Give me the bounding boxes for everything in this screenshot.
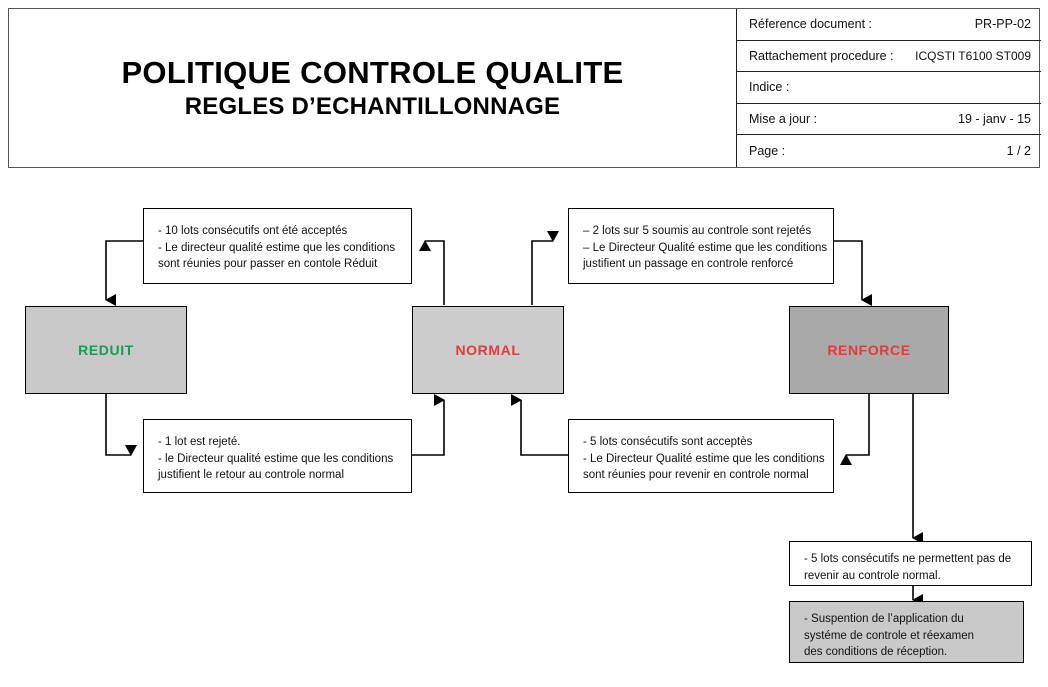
state-label-reduit: REDUIT — [78, 342, 134, 358]
meta-value: PR-PP-02 — [974, 17, 1031, 32]
note-line: - le Directeur qualité estime que les co… — [158, 452, 394, 465]
note-line: - Le directeur qualité estime que les co… — [158, 241, 396, 254]
note-line: justifient le retour au controle normal — [158, 469, 345, 482]
note-line: - 5 lots consécutifs sont acceptès — [583, 436, 753, 448]
note-line: – 2 lots sur 5 soumis au controle sont r… — [583, 225, 812, 237]
meta-row-reference: Réference document : PR-PP-02 — [737, 9, 1041, 41]
note-renforce-to-normal: - 5 lots consécutifs sont acceptès - Le … — [568, 419, 834, 493]
note-line: revenir au controle normal. — [804, 569, 941, 582]
note-line: – Le Directeur Qualité estime que les co… — [583, 241, 828, 254]
meta-row-page: Page : 1 / 2 — [737, 135, 1041, 167]
arrow-note-to-normal-left — [412, 394, 445, 456]
document-header: POLITIQUE CONTROLE QUALITE REGLES D’ECHA… — [8, 8, 1041, 168]
arrow-note-to-reduit — [105, 240, 143, 306]
arrow-renforce-to-note-normal — [840, 394, 870, 465]
arrow-normal-to-note-reduit — [419, 240, 445, 305]
meta-row-indice: Indice : — [737, 72, 1041, 104]
meta-label: Réference document : — [749, 17, 872, 32]
meta-label: Indice : — [749, 80, 790, 95]
note-suspension: - Suspention de l’application du systéme… — [789, 601, 1024, 663]
note-line: des conditions de réception. — [804, 646, 948, 659]
title-area: POLITIQUE CONTROLE QUALITE REGLES D’ECHA… — [9, 9, 736, 167]
arrow-note-to-renforce — [833, 240, 872, 306]
state-label-renforce: RENFORCE — [827, 342, 911, 358]
page-title: POLITIQUE CONTROLE QUALITE — [121, 54, 624, 90]
meta-row-procedure: Rattachement procedure : ICQSTI T6100 ST… — [737, 41, 1041, 73]
arrow-reduit-to-note-normal — [105, 394, 137, 456]
note-line: - 1 lot est rejeté. — [158, 436, 241, 448]
meta-label: Page : — [749, 144, 786, 159]
note-line: sont réunies pour revenir en controle no… — [583, 469, 809, 482]
note-to-reduit: - 10 lots consécutifs ont été acceptés -… — [143, 208, 412, 284]
arrow-note-to-normal-right — [511, 394, 568, 456]
state-box-reduit[interactable]: REDUIT — [25, 306, 187, 394]
meta-label: Rattachement procedure : — [749, 48, 894, 63]
arrow-normal-to-note-renforce — [531, 231, 559, 305]
page-subtitle: REGLES D’ECHANTILLONNAGE — [184, 92, 561, 120]
note-to-renforce: – 2 lots sur 5 soumis au controle sont r… — [568, 208, 834, 284]
meta-value: ICQSTI T6100 ST009 — [915, 48, 1031, 63]
note-line: - 5 lots consécutifs ne permettent pas d… — [804, 553, 1012, 565]
note-no-return: - 5 lots consécutifs ne permettent pas d… — [789, 541, 1032, 586]
note-line: systéme de controle et réexamen — [804, 629, 975, 642]
meta-value: 1 / 2 — [1006, 144, 1031, 159]
note-line: justifient un passage en controle renfor… — [583, 258, 794, 271]
note-line: sont réunies pour passer en contole Rédu… — [158, 258, 378, 271]
meta-value: 19 - janv - 15 — [958, 112, 1031, 127]
state-box-renforce[interactable]: RENFORCE — [789, 306, 949, 394]
note-line: - Le Directeur Qualité estime que les co… — [583, 452, 825, 465]
note-reduit-to-normal: - 1 lot est rejeté. - le Directeur quali… — [143, 419, 412, 493]
note-line: - 10 lots consécutifs ont été acceptés — [158, 225, 348, 237]
state-box-normal[interactable]: NORMAL — [412, 306, 564, 394]
document-meta-table: Réference document : PR-PP-02 Rattacheme… — [736, 9, 1041, 167]
meta-row-update: Mise a jour : 19 - janv - 15 — [737, 104, 1041, 136]
meta-label: Mise a jour : — [749, 112, 818, 127]
state-label-normal: NORMAL — [455, 342, 521, 358]
note-line: - Suspention de l’application du — [804, 613, 964, 625]
